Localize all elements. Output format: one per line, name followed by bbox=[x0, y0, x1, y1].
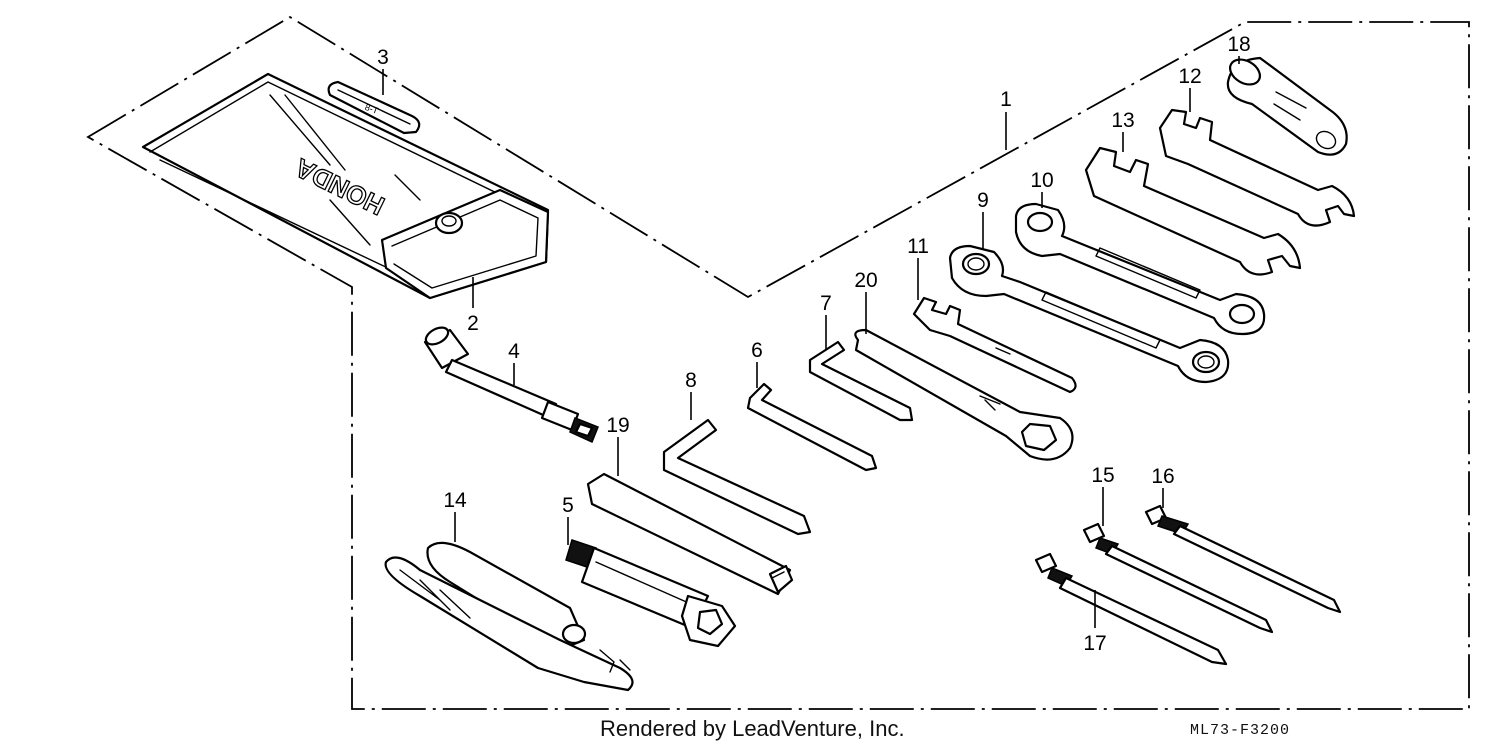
hex-key-large bbox=[662, 418, 812, 536]
callout-10: 10 bbox=[1030, 169, 1053, 192]
spark-plug-socket bbox=[565, 539, 737, 648]
callout-12: 12 bbox=[1178, 65, 1201, 88]
hex-key-small bbox=[808, 340, 914, 422]
callout-13: 13 bbox=[1111, 109, 1134, 132]
screwdriver-17 bbox=[1034, 552, 1228, 666]
open-wrench-upper bbox=[1158, 108, 1356, 227]
callout-15: 15 bbox=[1091, 464, 1114, 487]
callout-2: 2 bbox=[467, 312, 479, 335]
callout-19: 19 bbox=[606, 414, 629, 437]
handle-extension bbox=[586, 472, 794, 596]
box-wrench-17 bbox=[854, 328, 1074, 461]
callout-9: 9 bbox=[977, 189, 989, 212]
screwdriver-16 bbox=[1144, 504, 1342, 614]
open-wrench-small bbox=[912, 296, 1077, 394]
callout-18: 18 bbox=[1227, 33, 1250, 56]
combination-wrench-medium bbox=[1014, 202, 1266, 336]
callout-4: 4 bbox=[508, 340, 520, 363]
socket-tool bbox=[1226, 56, 1348, 156]
callout-17: 17 bbox=[1083, 632, 1106, 655]
callout-1: 1 bbox=[1000, 88, 1012, 111]
callout-labels: 1 2 3 4 5 6 7 8 9 10 11 12 13 14 15 16 1… bbox=[377, 33, 1251, 655]
hex-key-medium bbox=[746, 382, 878, 472]
callout-11: 11 bbox=[907, 235, 929, 258]
tool-pouch: HONDA bbox=[141, 72, 550, 300]
callout-6: 6 bbox=[751, 339, 763, 362]
callout-3: 3 bbox=[377, 46, 389, 69]
callout-5: 5 bbox=[562, 494, 574, 517]
open-wrench-medium bbox=[1084, 146, 1302, 276]
callout-20: 20 bbox=[854, 269, 877, 292]
callout-8: 8 bbox=[685, 369, 697, 392]
assembly-boundary bbox=[86, 15, 1470, 710]
plug-wrench-handle bbox=[423, 326, 599, 444]
callout-16: 16 bbox=[1151, 465, 1174, 488]
tool-tag-text: 8-T bbox=[364, 102, 381, 116]
screwdriver-15 bbox=[1082, 522, 1274, 634]
diagram-code: ML73-F3200 bbox=[1190, 722, 1291, 739]
callout-14: 14 bbox=[443, 489, 467, 512]
pliers bbox=[384, 541, 634, 692]
tool-tag: 8-T bbox=[327, 80, 421, 135]
footer-credit: Rendered by LeadVenture, Inc. bbox=[600, 716, 905, 741]
combination-wrench-long bbox=[948, 244, 1230, 384]
callout-7: 7 bbox=[820, 292, 832, 315]
leader-lines bbox=[382, 56, 1240, 628]
